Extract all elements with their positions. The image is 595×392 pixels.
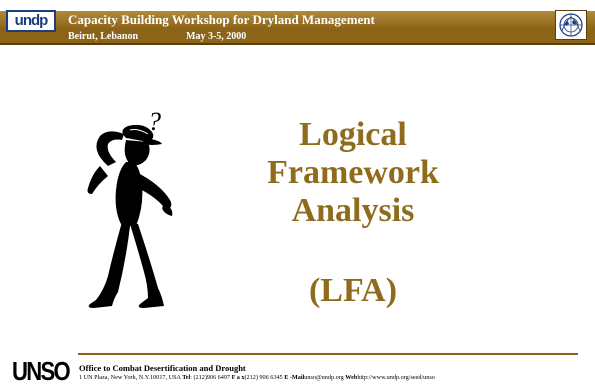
workshop-location: Beirut, Lebanon bbox=[68, 31, 139, 42]
slide-title: Logical Framework Analysis bbox=[238, 116, 468, 230]
footer-divider bbox=[78, 353, 578, 355]
footer-contact-line: 1 UN Plaza, New York, N.Y.10017, USA Tel… bbox=[79, 374, 435, 381]
footer-web[interactable]: http://www.undp.org/seed/unso bbox=[357, 374, 435, 381]
undp-logo: undp bbox=[6, 10, 56, 32]
email-label: E -Mail bbox=[284, 374, 305, 381]
un-emblem-icon bbox=[555, 10, 587, 40]
header-divider bbox=[0, 43, 595, 45]
header-subband bbox=[0, 29, 595, 43]
slide-acronym: (LFA) bbox=[308, 272, 398, 309]
tel-label: Tel bbox=[182, 374, 191, 381]
fax-label: F a x bbox=[231, 374, 245, 381]
title-line-2: Framework bbox=[267, 154, 439, 191]
web-label: Web bbox=[345, 374, 358, 381]
workshop-date: May 3-5, 2000 bbox=[186, 31, 247, 42]
unso-logo: UNSO bbox=[12, 356, 71, 386]
footer-office-name: Office to Combat Desertification and Dro… bbox=[79, 363, 246, 373]
footer-fax: (212) 906 6345 bbox=[244, 374, 283, 381]
question-mark: ? bbox=[148, 107, 161, 136]
footer-tel: : (212)906 6497 bbox=[190, 374, 231, 381]
footer-address: 1 UN Plaza, New York, N.Y.10017, USA bbox=[79, 374, 181, 381]
footer-email[interactable]: unso@undp.org bbox=[304, 374, 344, 381]
thinking-man-illustration: ? bbox=[78, 100, 208, 330]
header-band bbox=[0, 11, 595, 29]
workshop-title: Capacity Building Workshop for Dryland M… bbox=[68, 12, 375, 27]
title-line-3: Analysis bbox=[291, 192, 415, 229]
title-line-1: Logical bbox=[299, 116, 407, 153]
slide-header: undp Capacity Building Workshop for Dryl… bbox=[0, 0, 595, 46]
